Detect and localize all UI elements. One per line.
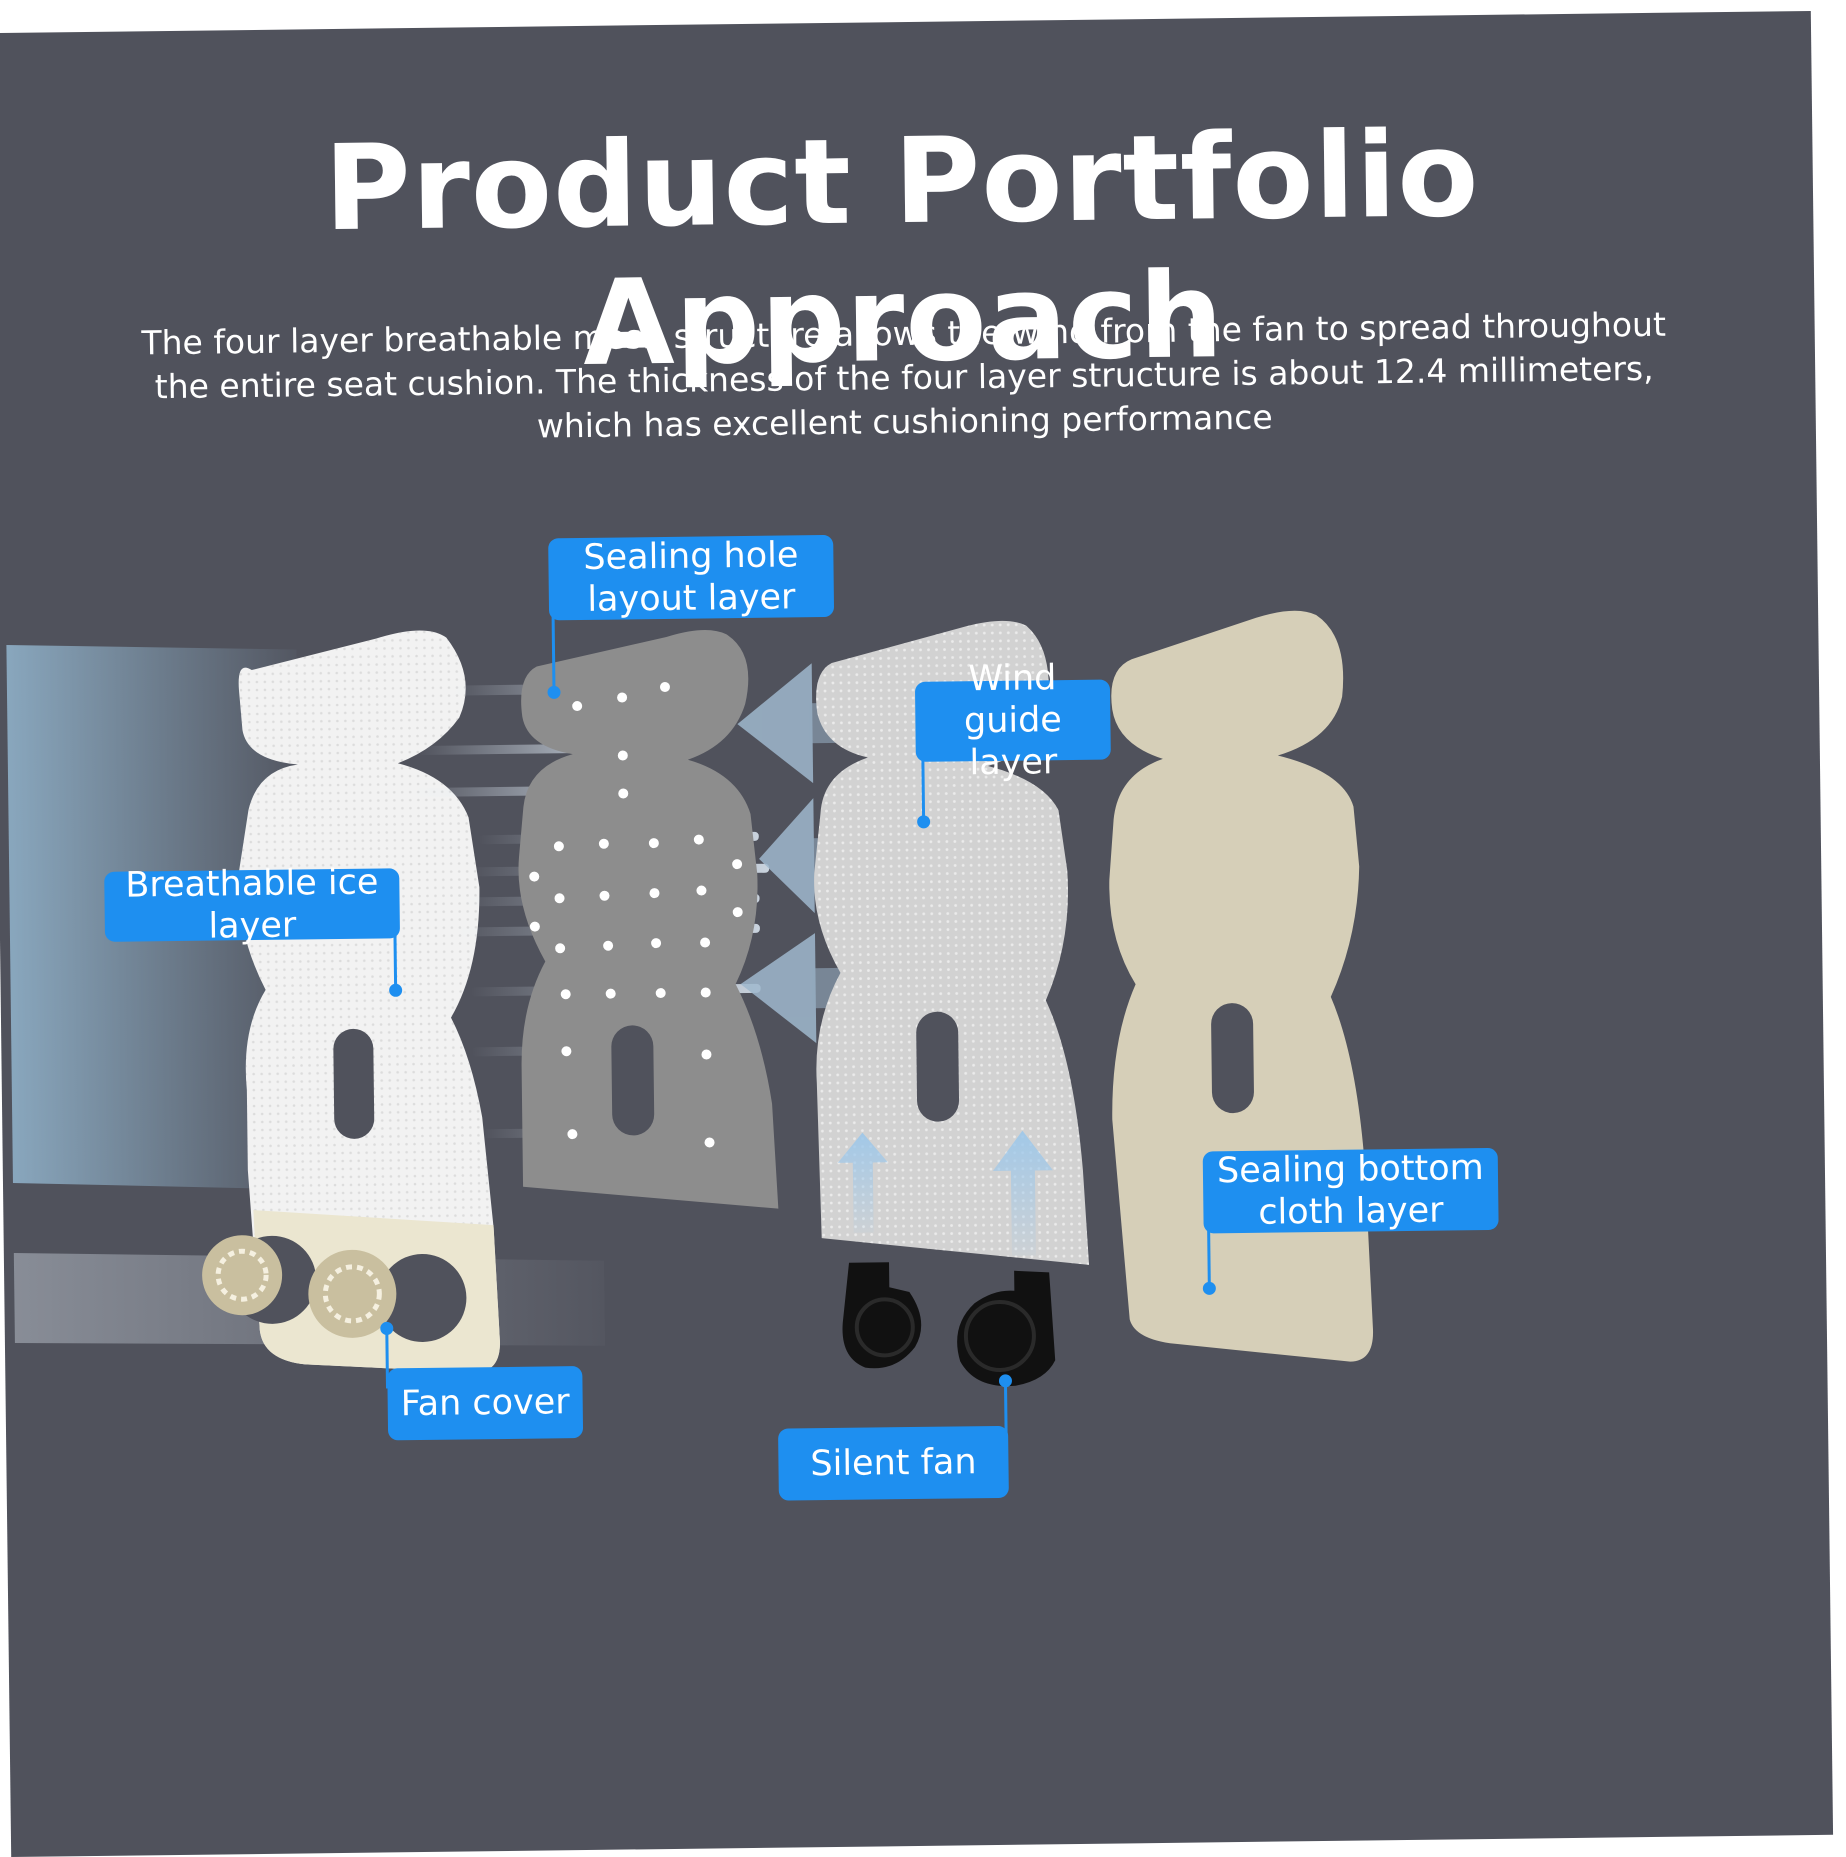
sealing-bottom-layer-shape [1109,610,1374,1362]
label-silent-fan: Silent fan [778,1425,1009,1501]
sealing-hole-layer-shape [518,630,779,1209]
label-fan-cover: Fan cover [387,1366,584,1441]
label-sealing-bottom-cloth-layer: Sealing bottom cloth layer [1202,1147,1499,1234]
label-sealing-hole-layout-layer: Sealing hole layout layer [548,534,835,621]
silent-fans [842,1262,1056,1387]
fan-cover-shapes [202,1235,467,1342]
label-wind-guide-layer: Wind guide layer [914,658,1111,783]
sealing-holes [529,681,743,1148]
label-breathable-ice-layer: Breathable ice layer [104,863,401,947]
breathable-ice-layer-shape [238,630,500,1373]
diagram-panel: Product Portfolio Approach The four laye… [0,10,1834,1857]
wind-guide-layer-shape [814,620,1090,1265]
